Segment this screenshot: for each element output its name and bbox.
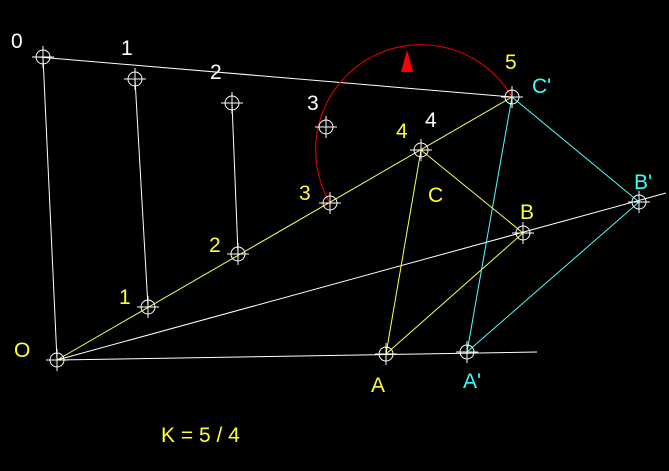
line-A-prime-to-B-prime <box>466 201 640 353</box>
line-A-prime-to-C-prime <box>466 96 513 353</box>
line-C-to-B <box>420 149 524 234</box>
label-top-4: 4 <box>425 109 437 132</box>
marker-top-0 <box>32 46 54 68</box>
arrow-head-icon <box>401 50 413 72</box>
label-point-C-prime: C' <box>532 75 551 98</box>
marker-top-2 <box>221 92 243 114</box>
point-markers <box>32 46 650 371</box>
label-top-2: 2 <box>210 61 222 84</box>
marker-A-prime <box>456 341 478 363</box>
white-construction-lines <box>37 56 667 361</box>
rotation-arc <box>315 44 513 204</box>
marker-low-2 <box>227 243 249 265</box>
scale-factor-formula: K = 5 / 4 <box>161 424 240 447</box>
marker-C-prime <box>501 86 523 108</box>
label-point-B: B <box>520 201 534 224</box>
label-top-1: 1 <box>121 37 133 60</box>
point-labels: 0 1 2 3 4 5 1 2 3 4 O A A' B B' C C' <box>11 30 652 397</box>
marker-top-1 <box>124 68 146 90</box>
label-point-A-prime: A' <box>463 370 481 393</box>
marker-B-prime <box>628 191 650 213</box>
baseline-O-A-A-prime <box>56 351 538 361</box>
line-O-to-C-prime <box>56 96 513 361</box>
top-division-line <box>37 56 513 98</box>
label-low-3: 3 <box>299 182 311 205</box>
label-point-A: A <box>371 374 385 397</box>
line-A-to-C <box>385 149 422 355</box>
label-low-1: 1 <box>119 286 131 309</box>
label-top-0: 0 <box>11 30 23 53</box>
yellow-construction-lines <box>56 96 524 361</box>
marker-top-3 <box>315 116 337 138</box>
line-O-to-B-prime <box>56 192 667 361</box>
label-top-5: 5 <box>505 51 517 74</box>
cyan-image-triangle <box>466 96 640 353</box>
marker-A <box>375 343 397 365</box>
marker-B <box>512 222 534 244</box>
line-0-to-O <box>42 56 58 361</box>
line-C-prime-to-B-prime <box>511 96 640 203</box>
label-low-4: 4 <box>396 120 408 143</box>
label-point-C: C <box>428 184 443 207</box>
label-point-B-prime: B' <box>634 171 652 194</box>
marker-O <box>46 349 68 371</box>
label-top-3: 3 <box>307 92 319 115</box>
line-A-to-B <box>385 232 524 355</box>
line-2-to-2 <box>231 102 239 255</box>
marker-low-1 <box>137 296 159 318</box>
line-1-to-1 <box>134 78 149 308</box>
marker-top-4 <box>410 139 432 161</box>
label-low-2: 2 <box>209 234 221 257</box>
marker-low-3 <box>319 192 341 214</box>
label-point-O: O <box>14 339 30 362</box>
